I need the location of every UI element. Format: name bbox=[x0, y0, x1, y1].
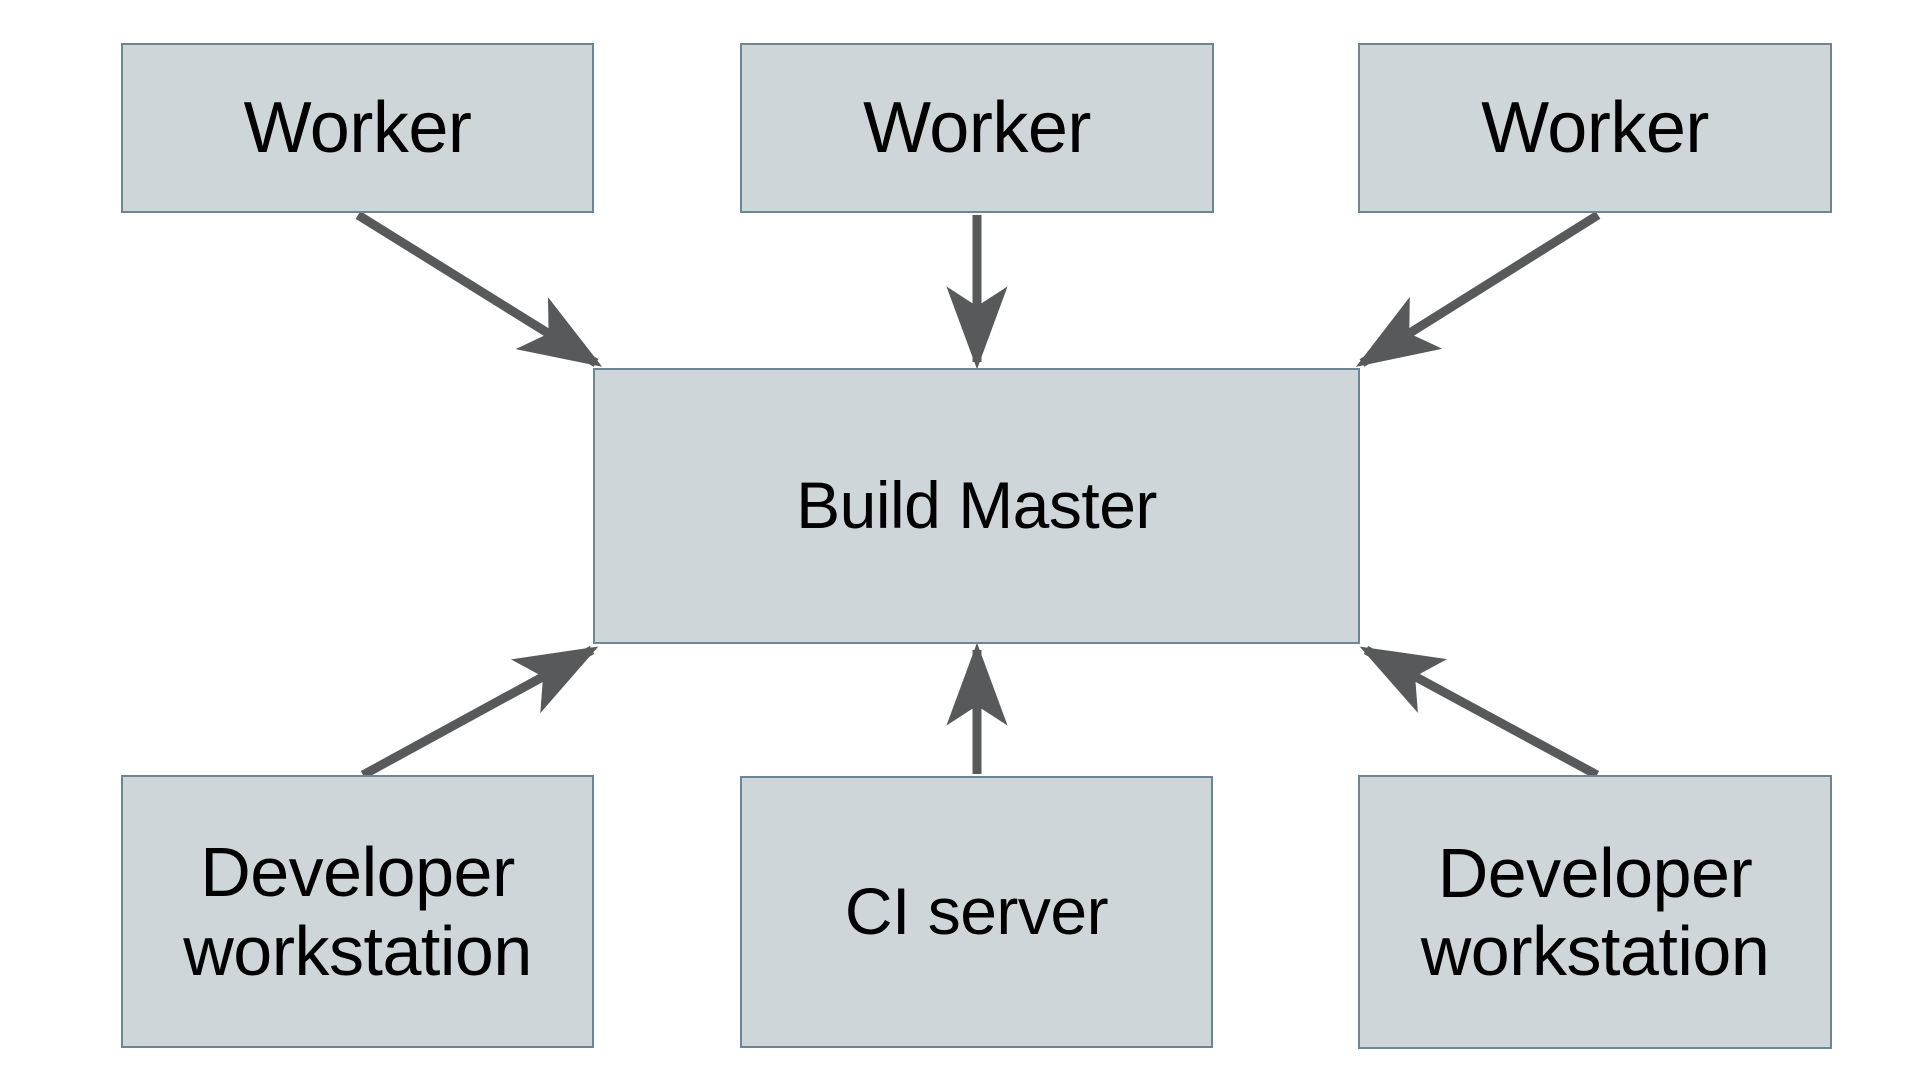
node-worker-3[interactable]: Worker bbox=[1358, 43, 1832, 213]
node-worker-1[interactable]: Worker bbox=[121, 43, 594, 213]
node-build-master-label: Build Master bbox=[796, 468, 1157, 543]
edge-devws2-master bbox=[1359, 646, 1600, 779]
node-ci-server[interactable]: CI server bbox=[740, 776, 1213, 1048]
node-dev-workstation-2-label: Developer workstation bbox=[1420, 833, 1770, 990]
node-worker-2-label: Worker bbox=[863, 87, 1091, 168]
node-worker-1-label: Worker bbox=[243, 87, 472, 168]
node-dev-workstation-2[interactable]: Developer workstation bbox=[1358, 775, 1832, 1049]
node-dev-workstation-1-label: Developer workstation bbox=[183, 833, 532, 990]
edge-worker3-master bbox=[1355, 211, 1601, 367]
edge-worker1-master bbox=[355, 211, 603, 367]
node-ci-server-label: CI server bbox=[844, 874, 1109, 949]
node-build-master[interactable]: Build Master bbox=[593, 368, 1360, 644]
node-dev-workstation-1[interactable]: Developer workstation bbox=[121, 775, 594, 1048]
edge-devws1-master bbox=[360, 646, 599, 779]
node-worker-3-label: Worker bbox=[1481, 87, 1709, 168]
node-worker-2[interactable]: Worker bbox=[740, 43, 1214, 213]
